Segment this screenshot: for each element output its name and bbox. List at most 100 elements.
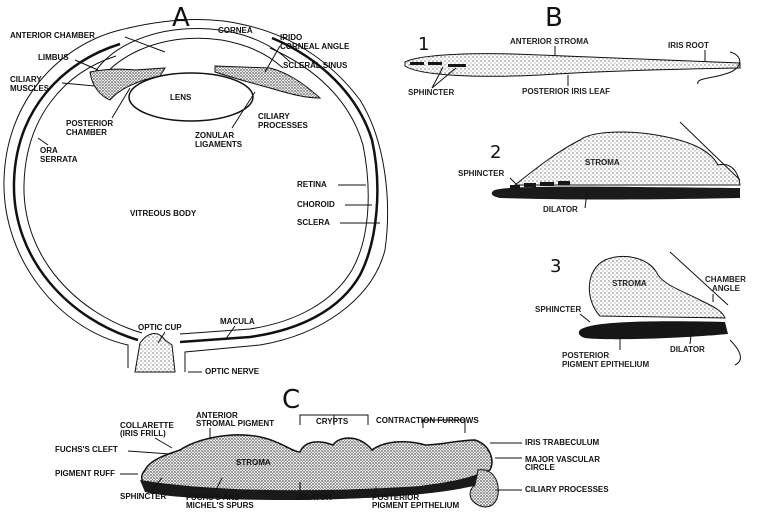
label-b1-sphincter: SPHINCTER	[408, 88, 454, 97]
b1-iris-profile	[404, 53, 741, 77]
label-optic-nerve: OPTIC NERVE	[205, 367, 260, 376]
label-b3-dilator: DILATOR	[670, 345, 705, 354]
lens	[128, 72, 254, 122]
panel-b1-number: 1	[418, 34, 429, 55]
label-b3-sphincter: SPHINCTER	[535, 305, 581, 314]
label-chamber-2: ANGLE	[712, 284, 741, 293]
ciliary-curve	[729, 339, 741, 366]
label-choroid: CHOROID	[297, 200, 335, 209]
label-scleral-sinus: SCLERAL SINUS	[283, 61, 348, 70]
left-ciliary-body	[89, 67, 166, 101]
label-b3-ppe-2: PIGMENT EPITHELIUM	[562, 360, 649, 369]
panel-c-letter: C	[282, 385, 300, 415]
b2-stroma	[513, 131, 741, 186]
label-b2-sphincter: SPHINCTER	[458, 169, 504, 178]
label-irido-2: CORNEAL ANGLE	[280, 42, 350, 51]
label-c-ppe-1: POSTERIOR	[372, 493, 419, 502]
iris-root-curve	[697, 51, 740, 85]
label-pigment-ruff: PIGMENT RUFF	[55, 469, 115, 478]
leader-line	[689, 325, 693, 345]
right-ciliary-body	[214, 65, 322, 99]
label-zonular-1: ZONULAR	[195, 131, 234, 140]
b3-posterior-layer	[578, 321, 728, 340]
label-b3-ppe-1: POSTERIOR	[562, 351, 609, 360]
label-anterior-stroma: ANTERIOR STROMA	[510, 37, 589, 46]
label-contraction-furrows: CONTRACTION FURROWS	[376, 416, 479, 425]
b3-stroma	[588, 256, 726, 319]
label-crypts: CRYPTS	[316, 417, 349, 426]
label-spurs-1: FUCHS'S AND	[186, 493, 240, 502]
panel-b-iris-variations: B 1 ANTERIOR STROMA IRIS ROOT SPHINCTER …	[404, 3, 746, 369]
inner-retina-line	[23, 47, 369, 335]
label-lens: LENS	[170, 93, 192, 102]
label-c-dilator: DILATOR	[297, 493, 332, 502]
optic-nerve	[134, 333, 176, 373]
c-ciliary-processes	[469, 469, 499, 508]
cornea-inner	[101, 37, 284, 79]
panel-a-letter: A	[172, 3, 190, 33]
label-ora-1: ORA	[40, 146, 58, 155]
label-c-ppe-2: PIGMENT EPITHELIUM	[372, 501, 459, 510]
leader-line	[509, 177, 517, 185]
label-b2-stroma: STROMA	[585, 158, 620, 167]
label-ora-2: SERRATA	[40, 155, 78, 164]
label-iris-root: IRIS ROOT	[668, 41, 709, 50]
leader-line	[127, 450, 171, 455]
label-b3-stroma: STROMA	[612, 279, 647, 288]
b1-sphincter-bars	[410, 62, 466, 67]
leader-line	[154, 437, 173, 449]
label-retina: RETINA	[297, 180, 327, 189]
retina-choroid-layer	[12, 36, 379, 344]
label-ciliary-processes-2: PROCESSES	[258, 121, 308, 130]
chamber-line	[669, 251, 729, 306]
label-irido-1: IRIDO	[280, 33, 302, 42]
panel-b2-number: 2	[490, 142, 501, 163]
label-c-sphincter: SPHINCTER	[120, 492, 166, 501]
label-limbus: LIMBUS	[38, 53, 69, 62]
sclera-outline	[3, 19, 389, 372]
label-vitreous-body: VITREOUS BODY	[130, 209, 197, 218]
c-posterior-epithelium	[140, 472, 490, 500]
label-collarette-2: (IRIS FRILL)	[120, 429, 166, 438]
b2-posterior-layer	[491, 186, 740, 200]
leader-line	[37, 137, 49, 146]
label-c-ciliary-processes: CILIARY PROCESSES	[525, 485, 609, 494]
chamber-line	[679, 121, 741, 181]
label-ciliary-muscles-2: MUSCLES	[10, 84, 50, 93]
label-c-stroma: STROMA	[236, 458, 271, 467]
leader-line	[157, 331, 166, 344]
leader-line	[264, 45, 281, 73]
label-chamber-1: CHAMBER	[705, 275, 746, 284]
leader-line	[224, 325, 236, 341]
label-optic-cup: OPTIC CUP	[138, 323, 182, 332]
leader-line	[61, 82, 96, 87]
leader-line	[124, 36, 166, 53]
label-posterior-iris-leaf: POSTERIOR IRIS LEAF	[522, 87, 610, 96]
b2-sphincter-bars	[510, 181, 570, 189]
panel-b-letter: B	[545, 3, 563, 33]
leader-line	[111, 87, 131, 119]
label-major-vascular-1: MAJOR VASCULAR	[525, 455, 600, 464]
label-spurs-2: MICHEL'S SPURS	[186, 501, 254, 510]
label-sclera: SCLERA	[297, 218, 330, 227]
furrows-bracket	[422, 419, 466, 433]
leader-line	[231, 91, 256, 129]
label-asp-1: ANTERIOR	[196, 411, 238, 420]
label-b2-dilator: DILATOR	[543, 205, 578, 214]
leader-line	[149, 477, 163, 493]
label-macula: MACULA	[220, 317, 255, 326]
label-collarette-1: COLLARETTE	[120, 421, 174, 430]
leader-line	[214, 477, 223, 493]
label-posterior-chamber-2: CHAMBER	[66, 128, 107, 137]
panel-c-iris-detail: C COLLARETTE (IRIS FRILL) ANTERIOR STROM…	[55, 385, 609, 510]
leader-line	[431, 66, 457, 89]
label-ciliary-processes-1: CILIARY	[258, 112, 290, 121]
cornea	[94, 28, 291, 73]
crypts-bracket	[299, 414, 369, 425]
leader-line	[579, 313, 591, 323]
label-fuchs-cleft: FUCHS'S CLEFT	[55, 445, 118, 454]
label-zonular-2: LIGAMENTS	[195, 140, 243, 149]
label-posterior-chamber-1: POSTERIOR	[66, 119, 113, 128]
label-iris-trabeculum: IRIS TRABECULUM	[525, 438, 600, 447]
